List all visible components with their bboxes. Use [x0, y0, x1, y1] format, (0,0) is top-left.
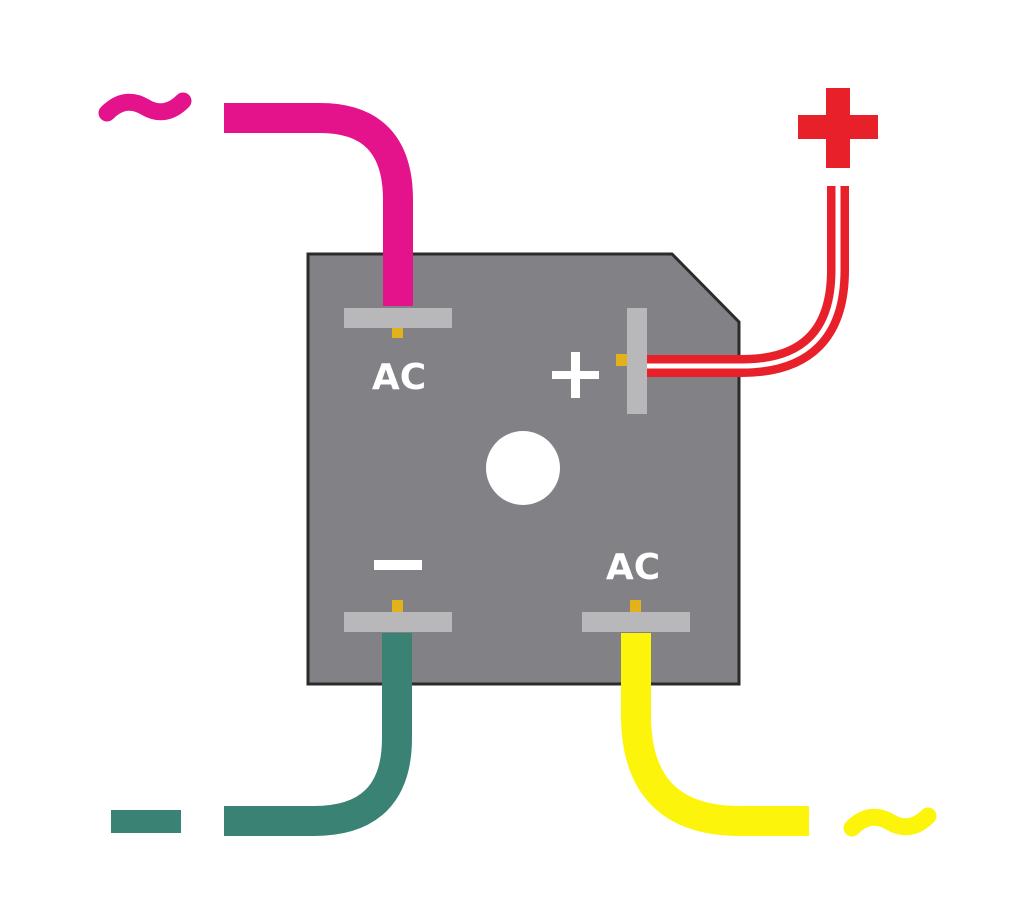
- terminal-tab-ac-bottom: [582, 612, 690, 632]
- mounting-hole: [486, 431, 560, 505]
- yellow-wire-tilde: [843, 807, 937, 837]
- yellow-wire: [621, 633, 809, 836]
- label-ac-bottom: AC: [606, 547, 660, 588]
- pink-wire-tilde: [98, 92, 192, 122]
- terminal-tab-plus: [627, 308, 647, 414]
- green-wire: [224, 633, 412, 836]
- label-plus-on-body: +: [552, 352, 599, 398]
- label-ac-top: AC: [372, 357, 426, 398]
- terminal-tab-minus: [344, 612, 452, 632]
- solder-point-plus: [616, 354, 627, 366]
- pink-wire: [224, 103, 413, 306]
- solder-point-ac-bottom: [630, 600, 641, 612]
- green-minus-symbol: [111, 810, 181, 833]
- red-plus-vertical: [826, 88, 850, 168]
- solder-point-minus: [392, 600, 403, 612]
- label-minus-on-body: –: [374, 560, 422, 570]
- red-wire-stripe: [647, 186, 841, 369]
- solder-point-ac-top: [392, 328, 403, 338]
- terminal-tab-ac-top: [344, 308, 452, 328]
